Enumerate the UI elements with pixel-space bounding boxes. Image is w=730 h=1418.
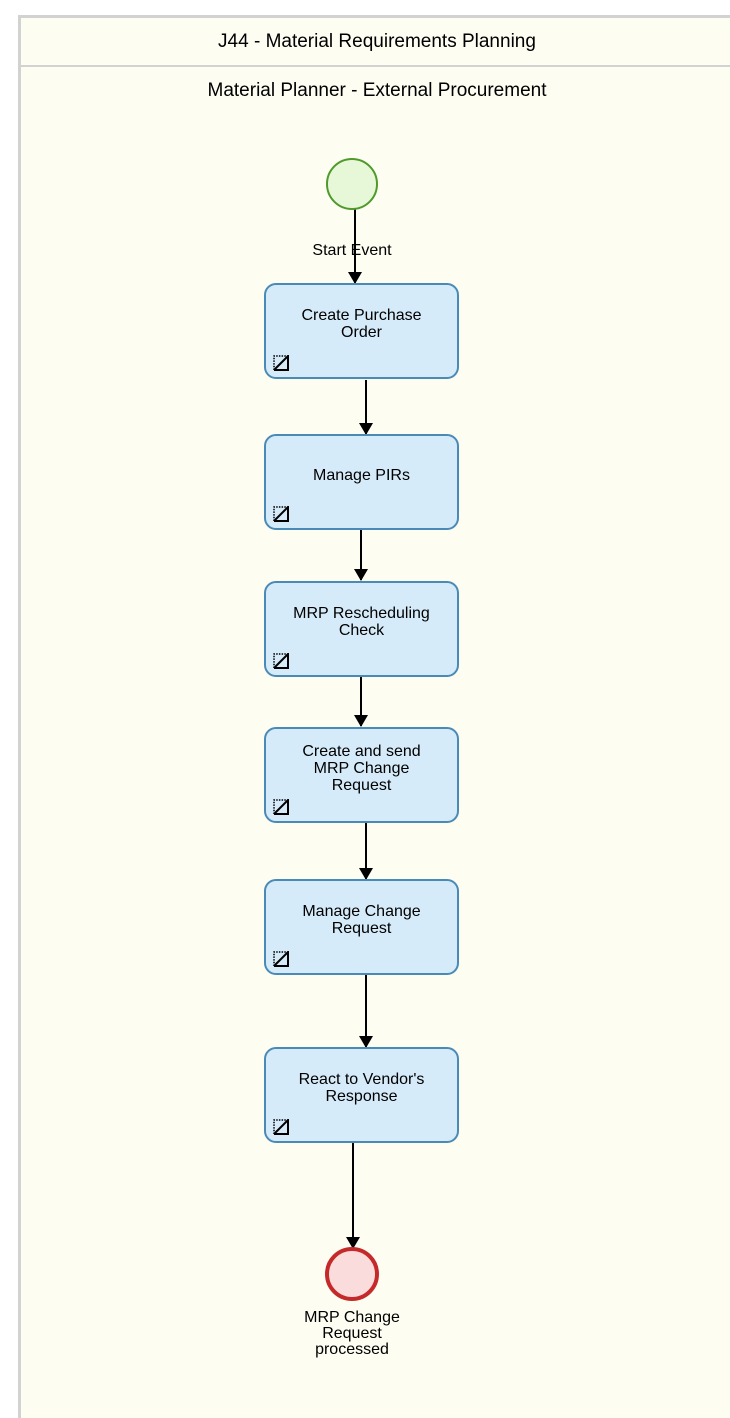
task-label: Manage Change Request [302, 903, 421, 937]
task-label: Create Purchase Order [301, 307, 422, 341]
task-manage-pirs[interactable]: Manage PIRs [264, 434, 459, 530]
subprocess-icon [273, 1119, 289, 1135]
lane-title: Material Planner - External Procurement [207, 80, 547, 101]
subprocess-icon [273, 951, 289, 967]
task-manage-change-request[interactable]: Manage Change Request [264, 879, 459, 975]
subprocess-icon [273, 355, 289, 371]
task-create-send-mrp-change-request[interactable]: Create and send MRP Change Request [264, 727, 459, 823]
task-label: Create and send MRP Change Request [302, 742, 421, 794]
task-label: MRP Rescheduling Check [293, 605, 430, 639]
task-label: Manage PIRs [313, 466, 410, 484]
task-create-purchase-order[interactable]: Create Purchase Order [264, 283, 459, 379]
task-react-to-vendors-response[interactable]: React to Vendor's Response [264, 1047, 459, 1143]
subprocess-icon [273, 799, 289, 815]
end-event-label: MRP Change Request processed [304, 1309, 400, 1358]
pool: J44 - Material Requirements Planning Mat… [18, 15, 730, 1418]
pool-title: J44 - Material Requirements Planning [21, 18, 730, 67]
task-label: React to Vendor's Response [298, 1071, 425, 1105]
subprocess-icon [273, 653, 289, 669]
end-event-circle[interactable] [325, 1247, 379, 1301]
start-event-circle[interactable] [326, 158, 378, 210]
start-event-label: Start Event [312, 242, 392, 259]
subprocess-icon [273, 506, 289, 522]
task-mrp-rescheduling-check[interactable]: MRP Rescheduling Check [264, 581, 459, 677]
